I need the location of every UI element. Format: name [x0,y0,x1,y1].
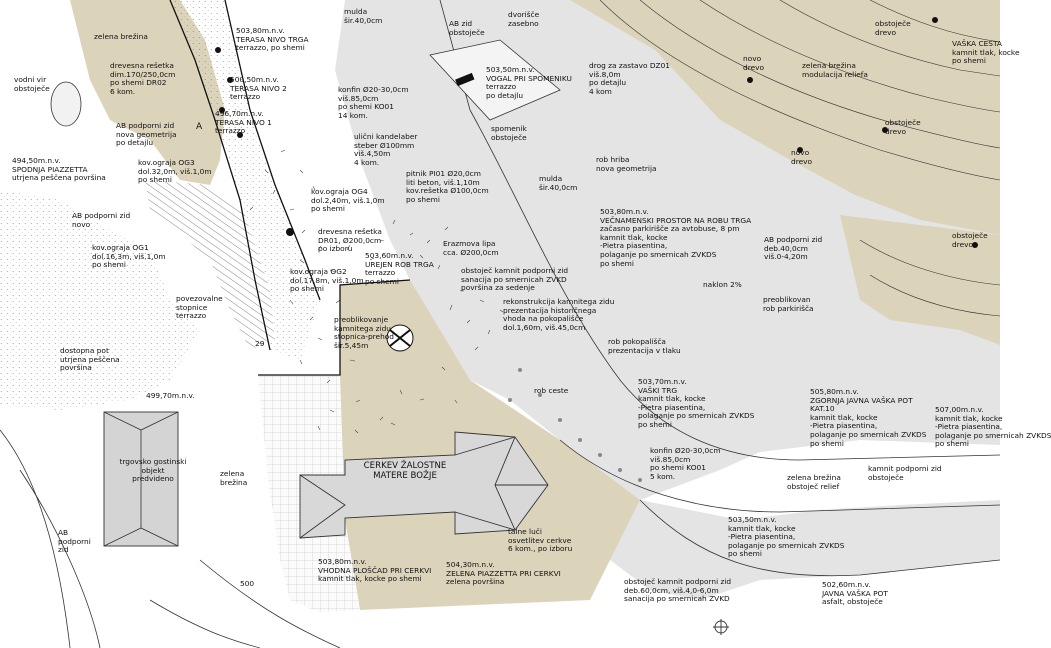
label-kamnit-podporni-zid: kamnit podporni zid obstoječe [868,464,942,482]
label-section-a: A [196,122,203,132]
stairs [145,180,275,350]
west-hatched [0,190,200,410]
road-area [335,0,1000,500]
west-green [70,0,225,185]
label-trgovsko: trgovsko gostinski objekt predvideno [119,457,187,484]
label-rekonstrukcija: rekonstrukcija kamnitega zidu prezentaci… [503,297,615,332]
water-spring [50,81,82,127]
label-ab-podporni-zid-e: AB podporni zid deb.40,0cm viš.0-4,20m [764,235,823,262]
walls [169,0,411,376]
label-vaska-pot-503: 503,50m.n.v. kamnit tlak, kocke -Pietra … [728,515,845,559]
label-konfin-1: konfin Ø20-30,0cm viš.85,0cm po shemi KO… [338,85,409,120]
label-kota-500: 500 [240,579,255,588]
label-mulda-2: mulda šir.40,0cm [539,174,578,192]
label-vogal-spomeniku: 503,50m.n.v. VOGAL PRI SPOMENIKU terrazz… [486,65,572,100]
label-obstojece-drevo-2: obstoječe drevo [885,118,921,136]
label-zelena-brezina-modulacija: zelena brežina modulacija reliefa [802,61,868,79]
label-talne-luci: talne luči osvetlitev cerkve 6 kom., po … [508,527,573,554]
monument-area [429,39,561,121]
label-terasa-nivo-2: 500,50m.n.v. TERASA NIVO 2 terrazzo [230,75,287,102]
terrace-strip [170,0,320,360]
label-zelena-brezina-relief: zelena brežina obstoječ relief [787,473,841,491]
label-ab-podporni-zid-nova: AB podporni zid nova geometrija po detaj… [116,121,177,148]
label-kota-507: 507,00m.n.v. kamnit tlak, kocke -Pietra … [935,405,1051,449]
label-kota-499: 499,70m.n.v. [146,391,195,400]
label-povezovalne-stopnice: povezovalne stopnice terrazzo [176,294,223,321]
label-preoblikovanje: preoblikovanje kamnitega zidu stopnica-p… [334,315,394,350]
linden-symbol [389,329,411,347]
label-zelena-piazzetta: 504,30m.n.v. ZELENA PIAZZETTA PRI CERKVI… [446,560,561,587]
label-naklon: naklon 2% [703,280,742,289]
label-zgornja-pot: 505,80m.n.v. ZGORNJA JAVNA VAŠKA POT KAT… [810,387,927,448]
label-obstojece-drevo-1: obstoječe drevo [875,19,911,37]
label-javna-vaska-pot: 502,60m.n.v. JAVNA VAŠKA POT asfalt, obs… [822,580,888,607]
label-urejen-rob-trga: 503,60m.n.v. UREJEN ROB TRGA terrazzo po… [365,251,434,286]
label-kov-ograja-og2: kov.ograja OG2 dol.17,8m, viš.1,0m po sh… [290,267,364,294]
label-erazmova-lipa: Erazmova lipa cca. Ø200,0cm [443,239,499,257]
label-terasa-nivo-1: 496,70m.n.v. TERASA NIVO 1 terrazzo [215,109,272,136]
label-drevesna-resetka-2: drevesna rešetka DR01, Ø200,0cm po izbor… [318,227,382,254]
trees [215,17,978,248]
bollards [508,368,642,482]
label-rob-hriba: rob hriba nova geometrija [596,155,657,173]
label-novo-drevo-2: novo drevo [791,148,813,166]
label-drevesna-resetka-1: drevesna rešetka dim.170/250,0cm po shem… [110,61,176,96]
label-ab-podporni-zid-sw: AB podporni zid [58,528,91,555]
label-vecnamenski-prostor: 503,80m.n.v. VEČNAMENSKI PROSTOR NA ROBU… [600,207,752,268]
flag-pole-bar [455,72,475,87]
label-preoblikovan-rob: preoblikovan rob parkirišča [763,295,814,313]
label-step-29: 29 [255,339,265,348]
east-green [840,215,1000,345]
label-spomenik: spomenik obstoječe [491,124,527,142]
contours [599,0,1001,317]
road-band [560,440,1000,600]
label-vaska-cesta: VAŠKA CESTA kamnit tlak, kocke po shemi [952,39,1020,66]
label-vodni-vir: vodni vir obstoječe [14,75,50,93]
terraced-slope [570,0,1000,235]
label-kandelaber: ulični kandelaber steber Ø100mm viš.4,50… [354,132,418,167]
label-rob-ceste: rob ceste [534,386,569,395]
label-vhodna-ploscad: 503,80m.n.v. VHODNA PLOŠČAD PRI CERKVI k… [318,557,432,584]
stone-scatter [249,149,504,434]
north-arrow [713,619,729,635]
plan-drawing [0,0,1001,648]
label-cerkev: CERKEV ŽALOSTNE MATERE BOŽJE [363,461,447,481]
label-kov-ograja-og4: kov.ograja OG4 dol.2,40m, viš.1,0m po sh… [311,187,385,214]
label-kov-ograja-og1: kov.ograja OG1 dol.16,3m, viš.1,0m po sh… [92,243,166,270]
label-zelena-brezina-1: zelena brežina [94,32,148,41]
label-obstojec-kamnit-1: obstoječ kamnit podporni zid sanacija po… [461,266,569,293]
label-ab-zid-obstojece: AB zid obstoječe [449,19,485,37]
label-kov-ograja-og3: kov.ograja OG3 dol.32,0m, viš.1,0m po sh… [138,158,212,185]
label-novo-drevo-1: novo drevo [743,54,765,72]
label-mulda-1: mulda šir.40,0cm [344,7,383,25]
label-obstojece-drevo-3: obstoječe drevo [952,231,988,249]
label-terasa-nivo-3: 503,80m.n.v. TERASA NIVO TRGA terrazzo, … [236,26,309,53]
label-pitnik: pitnik PI01 Ø20,0cm liti beton, viš.1,10… [406,169,489,204]
label-ab-podporni-zid-novo: AB podporni zid novo [72,211,131,229]
label-vaski-trg: 503,70m.n.v. VAŠKI TRG kamnit tlak, kock… [638,377,755,429]
church [299,431,549,539]
label-dostopna-pot: dostopna pot utrjena peščena površina [60,346,120,373]
label-rob-pokopalisca: rob pokopališča prezentacija v tlaku [608,337,681,355]
building-ridge [103,411,179,547]
label-obstojec-kamnit-2: obstoječ kamnit podporni zid deb.60,0cm,… [624,577,732,604]
label-dvorisce: dvorišče zasebno [508,10,540,28]
label-drog-zastavo: drog za zastavo DZ01 viš.8,0m po detajlu… [589,61,670,96]
label-konfin-2: konfin Ø20-30,0cm viš.85,0cm po shemi KO… [650,446,721,481]
label-zelena-brezina-2: zelena brežina [220,469,248,487]
label-spodnja-piazzetta: 494,50m.n.v. SPODNJA PIAZZETTA utrjena p… [12,156,106,183]
